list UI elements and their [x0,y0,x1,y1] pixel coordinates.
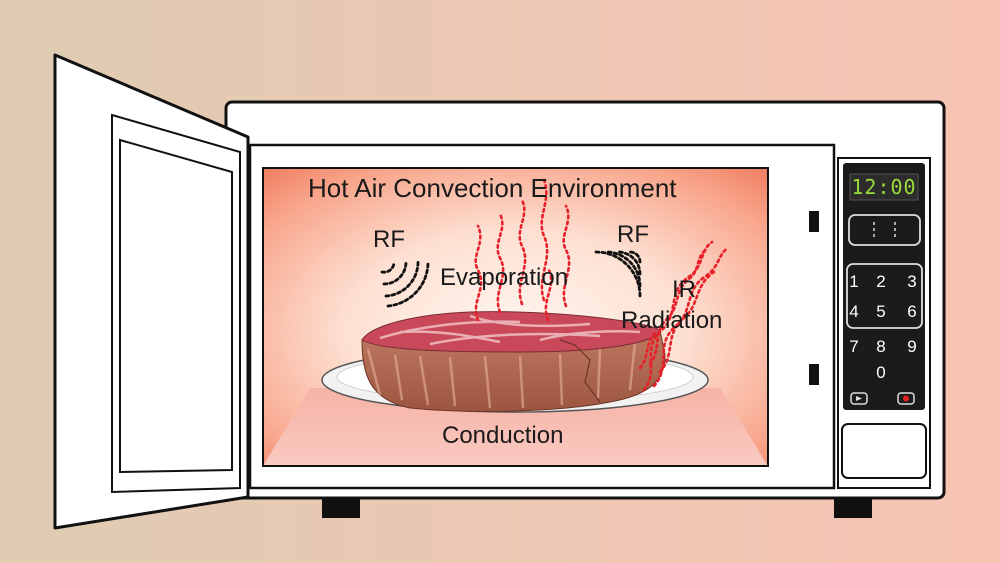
latch-slot-upper [809,211,819,232]
keypad-key-1[interactable]: 1 [849,272,859,291]
function-button[interactable] [848,214,921,246]
foot-right [834,498,872,518]
stop-button[interactable] [897,392,915,405]
play-icon [856,396,862,401]
ir-radiation-lines [638,240,730,392]
keypad-key-6[interactable]: 6 [907,302,917,321]
radiation-label: Radiation [621,307,723,334]
keypad-key-4[interactable]: 4 [849,302,859,321]
cavity-floor [263,388,768,466]
keypad-key-7[interactable]: 7 [849,337,859,356]
rf-waves-left [380,260,430,308]
rf-waves-right [594,250,642,298]
rf-label-left: RF [373,226,405,253]
start-button[interactable] [850,392,868,405]
evaporation-label: Evaporation [440,264,569,291]
foot-left [322,498,360,518]
keypad-key-0[interactable]: 0 [876,363,886,382]
rf-label-right: RF [617,221,649,248]
conduction-label: Conduction [442,422,564,449]
clock-display: 12:00 [851,175,917,199]
door-window-inner [119,138,233,474]
stop-icon [903,395,909,402]
keypad-key-2[interactable]: 2 [876,272,886,291]
door-window-outer [111,113,241,494]
door-release-button[interactable] [841,423,927,479]
convection-label: Hot Air Convection Environment [308,173,677,203]
keypad-key-9[interactable]: 9 [907,337,917,356]
keypad-outline [846,263,923,329]
keypad-key-8[interactable]: 8 [876,337,886,356]
door [53,53,250,530]
evaporation-steam [474,178,571,322]
keypad-key-5[interactable]: 5 [876,302,886,321]
latch-slot-lower [809,364,819,385]
clock-display-bg [849,173,919,201]
keypad-key-3[interactable]: 3 [907,272,917,291]
control-panel [843,163,925,410]
ir-label: IR [672,276,696,303]
